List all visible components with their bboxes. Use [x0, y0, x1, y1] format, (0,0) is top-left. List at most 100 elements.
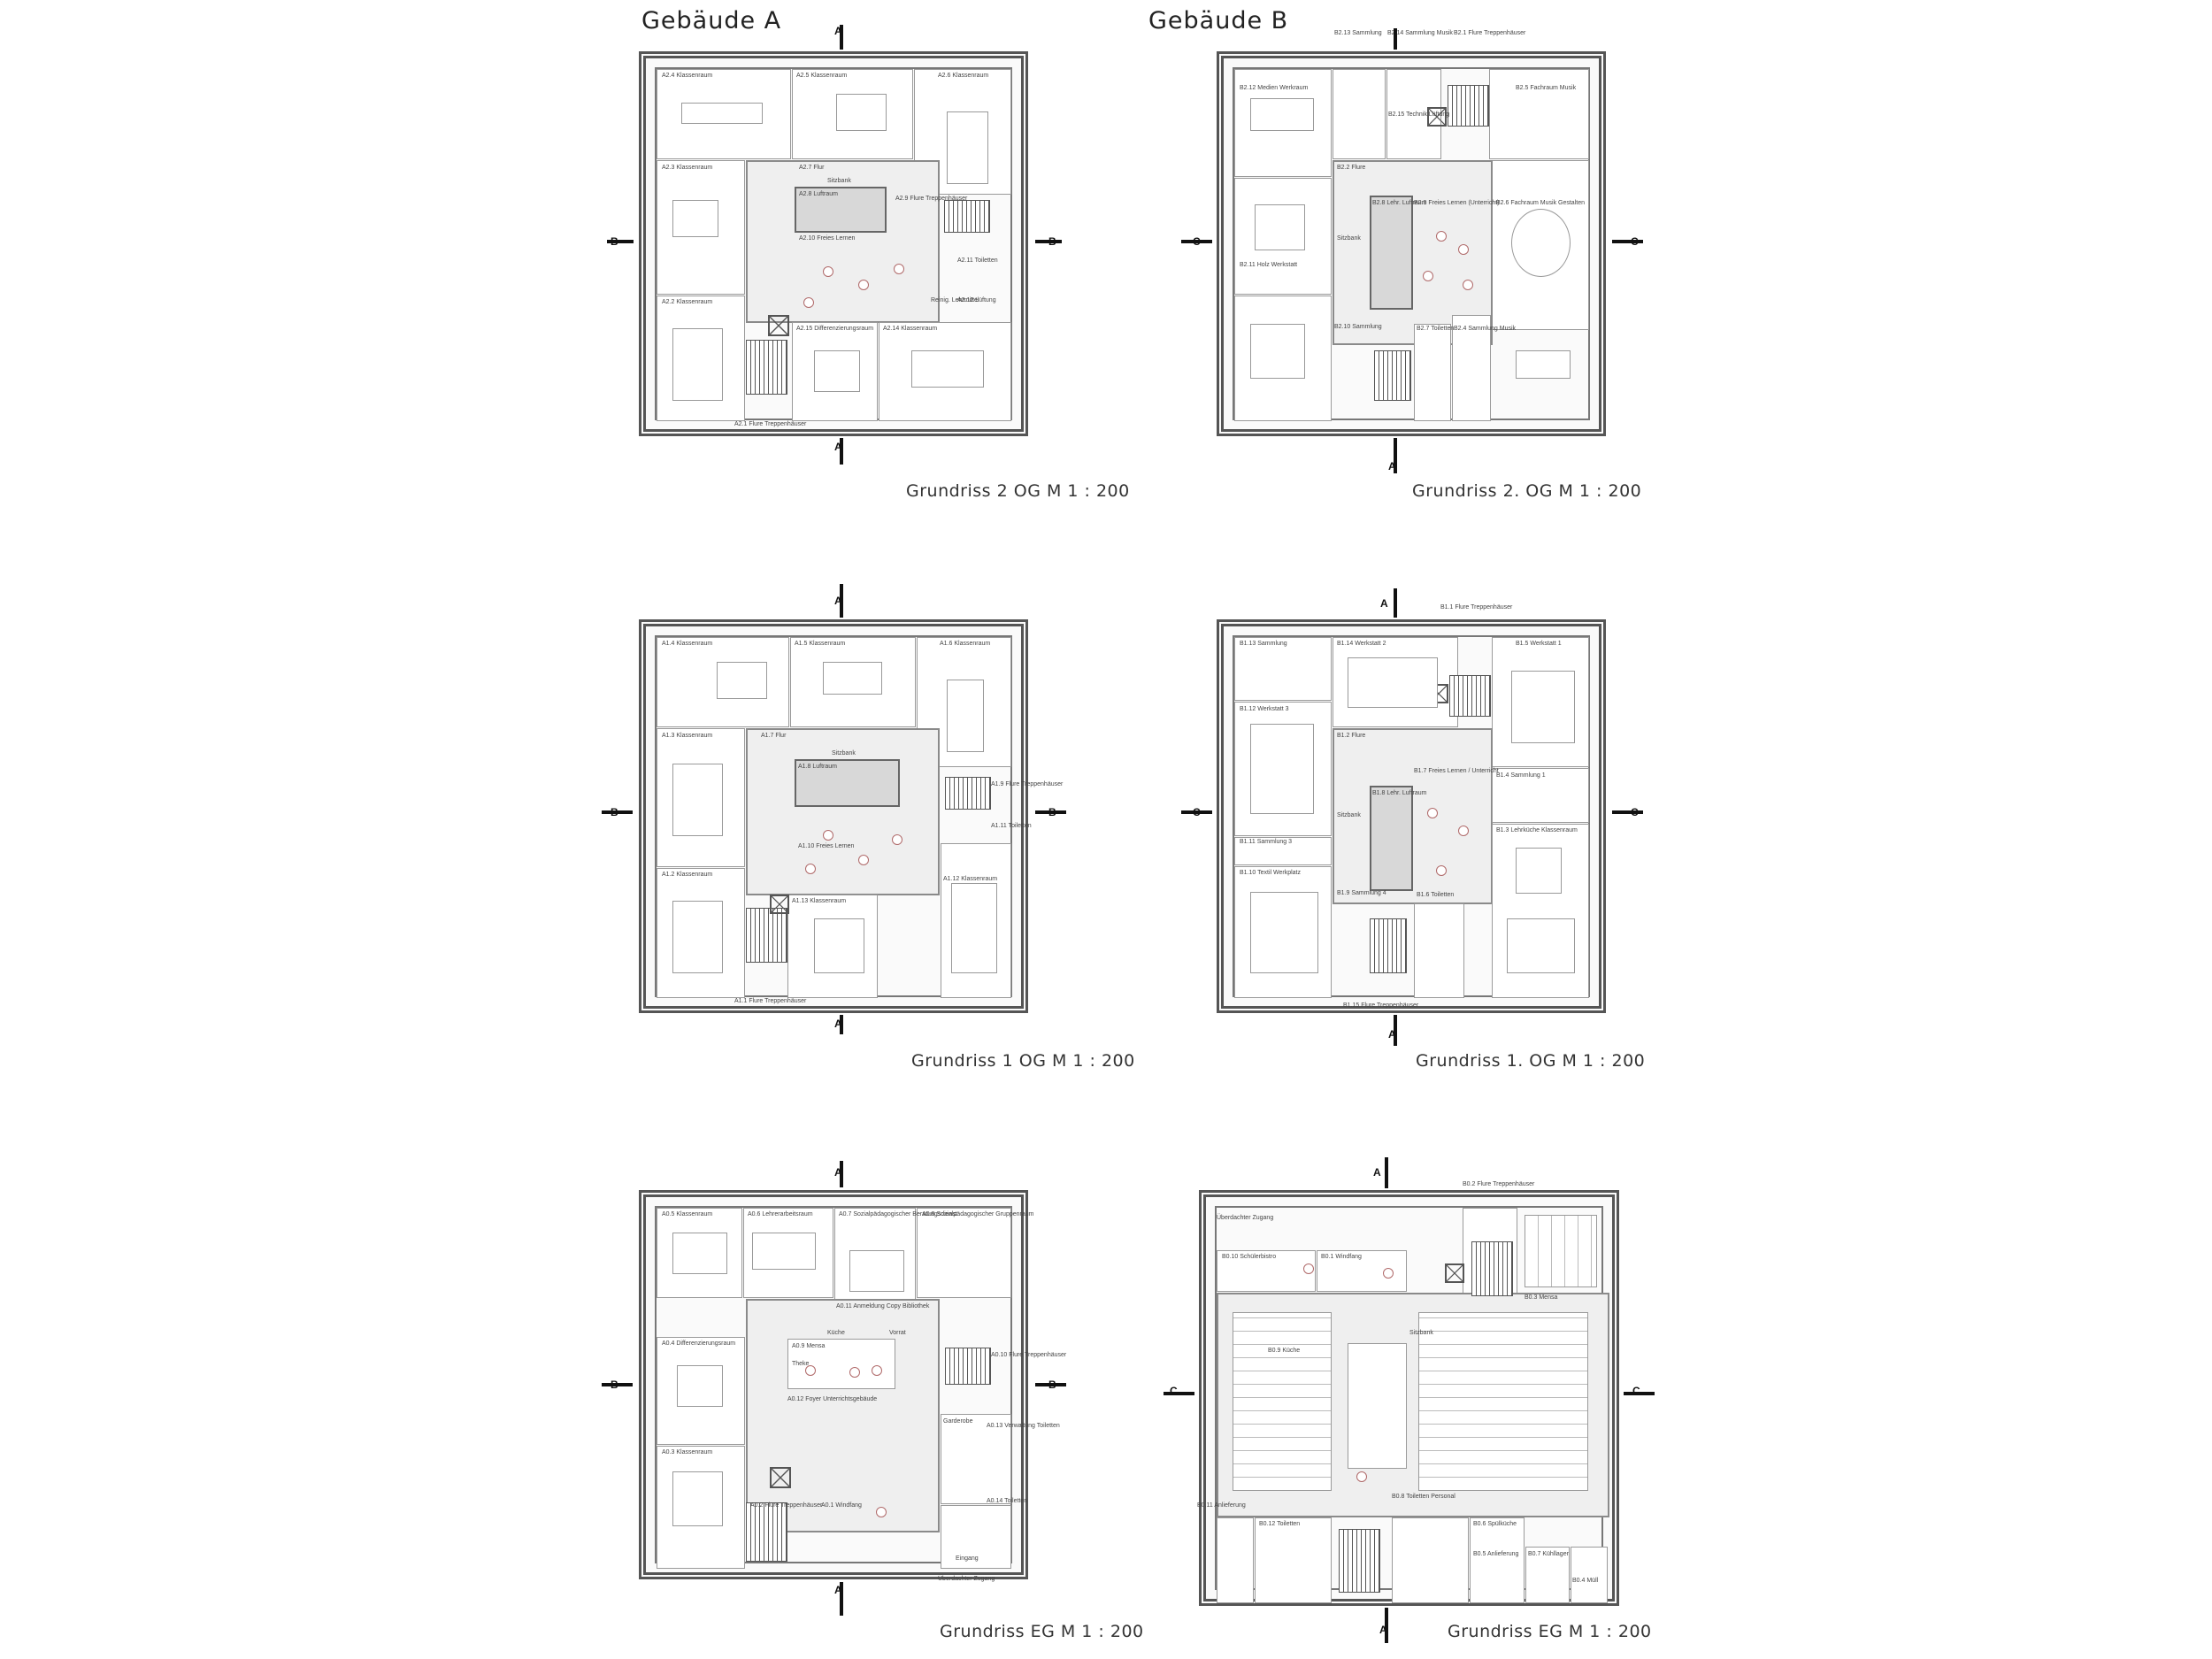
table: [947, 111, 988, 184]
sitzbank-label: Sitzbank: [1337, 235, 1361, 242]
zugang-label: Überdachter Zugang: [1217, 1215, 1274, 1221]
room-label: B2.11 Holz Werkstatt: [1240, 262, 1298, 268]
eingang-label: Eingang: [956, 1555, 979, 1562]
table: [1507, 918, 1575, 973]
section-letter-c: C: [1193, 806, 1201, 818]
room-label: A1.7 Flur: [761, 733, 787, 739]
corridor-a1-7: [746, 728, 940, 895]
room-b2-4: [1452, 315, 1491, 421]
section-letter-c: C: [1193, 235, 1201, 248]
section-mark-a-top: [1385, 1157, 1388, 1188]
chair: [803, 297, 814, 308]
section-mark-a-bottom: [1394, 1015, 1397, 1046]
room-label: B0.2 Flure Treppenhäuser: [1463, 1181, 1535, 1187]
section-letter-a: A: [1379, 1624, 1387, 1636]
room-label: A1.10 Freies Lernen: [798, 843, 855, 849]
section-letter-a: A: [1388, 460, 1396, 472]
room-label: B2.15 Technik Lüftung: [1388, 111, 1450, 118]
room-label: A1.12 Klassenraum: [943, 876, 998, 882]
lift-a0: [770, 1467, 791, 1488]
chair: [1458, 244, 1469, 255]
plan-building-a-eg: A0.5 Klassenraum A0.6 Lehrerarbeitsraum …: [639, 1190, 1066, 1582]
room-label: A2.2 Klassenraum: [662, 299, 713, 305]
section-letter-a: A: [834, 441, 842, 453]
room-b2-13: [1333, 69, 1386, 159]
airspace-b2-8: [1370, 196, 1413, 310]
chair: [805, 864, 816, 874]
room-label: A1.13 Klassenraum: [792, 898, 847, 904]
room-label: B2.9 Freies Lernen (Unterricht): [1414, 200, 1500, 206]
stair-b0-2: [1471, 1241, 1513, 1296]
room-label: A0.4 Differenzierungsraum: [662, 1340, 736, 1347]
room-b2-7: [1414, 324, 1451, 421]
room-label: B0.10 Schülerbistro: [1222, 1254, 1277, 1260]
section-mark-b-left: [602, 810, 633, 814]
vorrat-label: Vorrat: [889, 1330, 906, 1336]
room-b0-4: [1571, 1547, 1608, 1603]
room-label: B2.2 Flure: [1337, 165, 1366, 171]
room-label: A0.11 Anmeldung Copy Bibliothek: [836, 1303, 930, 1310]
room-label: A0.6 Lehrerarbeitsraum: [748, 1211, 813, 1217]
stair-b2-lower: [1374, 350, 1411, 401]
caption-a-eg: Grundriss EG M 1 : 200: [940, 1622, 1144, 1641]
room-label: B0.6 Spülküche: [1473, 1521, 1517, 1527]
room-label: A2.14 Klassenraum: [883, 326, 938, 332]
caption-b-2og: Grundriss 2. OG M 1 : 200: [1412, 481, 1642, 501]
room-a0-3: [657, 1446, 745, 1569]
table: [1250, 324, 1305, 379]
room-label: B1.4 Sammlung 1: [1496, 772, 1546, 779]
section-mark-c-right: [1612, 240, 1643, 243]
room-label: A0.2 Flure Treppenhäuser: [750, 1502, 823, 1509]
room-b2-5: [1489, 69, 1589, 159]
sitzbank-label: Sitzbank: [1409, 1330, 1433, 1336]
table: [1233, 1312, 1332, 1491]
room-a2-4: [657, 69, 791, 159]
chair: [1427, 808, 1438, 818]
table: [1511, 209, 1571, 277]
lift-a2: [768, 315, 789, 336]
reinig-label: Reinig. Lehrmittel: [931, 297, 979, 303]
room-label: B0.12 Toiletten: [1259, 1521, 1301, 1527]
section-letter-b: B: [611, 806, 618, 818]
chair: [805, 1365, 816, 1376]
chair: [858, 855, 869, 865]
room-b0-9: [1348, 1343, 1407, 1469]
section-letter-a: A: [1380, 597, 1388, 610]
room-b1-4: [1492, 768, 1589, 823]
chair: [894, 264, 904, 274]
chair: [1303, 1263, 1314, 1274]
room-label: B1.14 Werkstatt 2: [1337, 641, 1386, 647]
table: [836, 94, 887, 131]
room-label: A1.11 Toiletten: [991, 823, 1032, 829]
room-label: B2.12 Medien Werkraum: [1240, 85, 1309, 91]
caption-a-1og: Grundriss 1 OG M 1 : 200: [911, 1051, 1135, 1071]
section-mark-a-bottom: [840, 1582, 843, 1616]
section-mark-a-top: [1394, 588, 1397, 618]
room-label: A0.7 Sozialpädagogischer Beratungsdienst: [839, 1211, 957, 1217]
chair: [1458, 826, 1469, 836]
table: [1516, 848, 1562, 894]
chair: [1356, 1471, 1367, 1482]
sitzbank-label: Sitzbank: [1337, 812, 1361, 818]
section-mark-a-top: [840, 25, 843, 50]
table: [672, 901, 723, 973]
room-label: B1.10 Textil Werkplatz: [1240, 870, 1301, 876]
room-label: A1.8 Luftraum: [798, 764, 837, 770]
room-label: B1.2 Flure: [1337, 733, 1366, 739]
room-label: B1.12 Werkstatt 3: [1240, 706, 1289, 712]
section-mark-a-top: [840, 1161, 843, 1187]
stair-a0-2: [746, 1502, 787, 1562]
section-mark-b-left: [607, 240, 634, 243]
room-label: B0.3 Mensa: [1525, 1294, 1558, 1301]
section-letter-a: A: [834, 1018, 842, 1030]
section-mark-a-bottom: [840, 1015, 843, 1034]
section-mark-c-left: [1164, 1392, 1194, 1395]
room-label: A1.1 Flure Treppenhäuser: [734, 998, 807, 1004]
table: [823, 662, 882, 695]
chair: [876, 1507, 887, 1517]
stair-b1-15: [1370, 918, 1407, 973]
room-label: B2.6 Fachraum Musik Gestalten: [1496, 200, 1585, 206]
room-label: B1.9 Sammlung 4: [1337, 890, 1386, 896]
chair: [849, 1367, 860, 1378]
caption-b-eg: Grundriss EG M 1 : 200: [1448, 1622, 1652, 1641]
